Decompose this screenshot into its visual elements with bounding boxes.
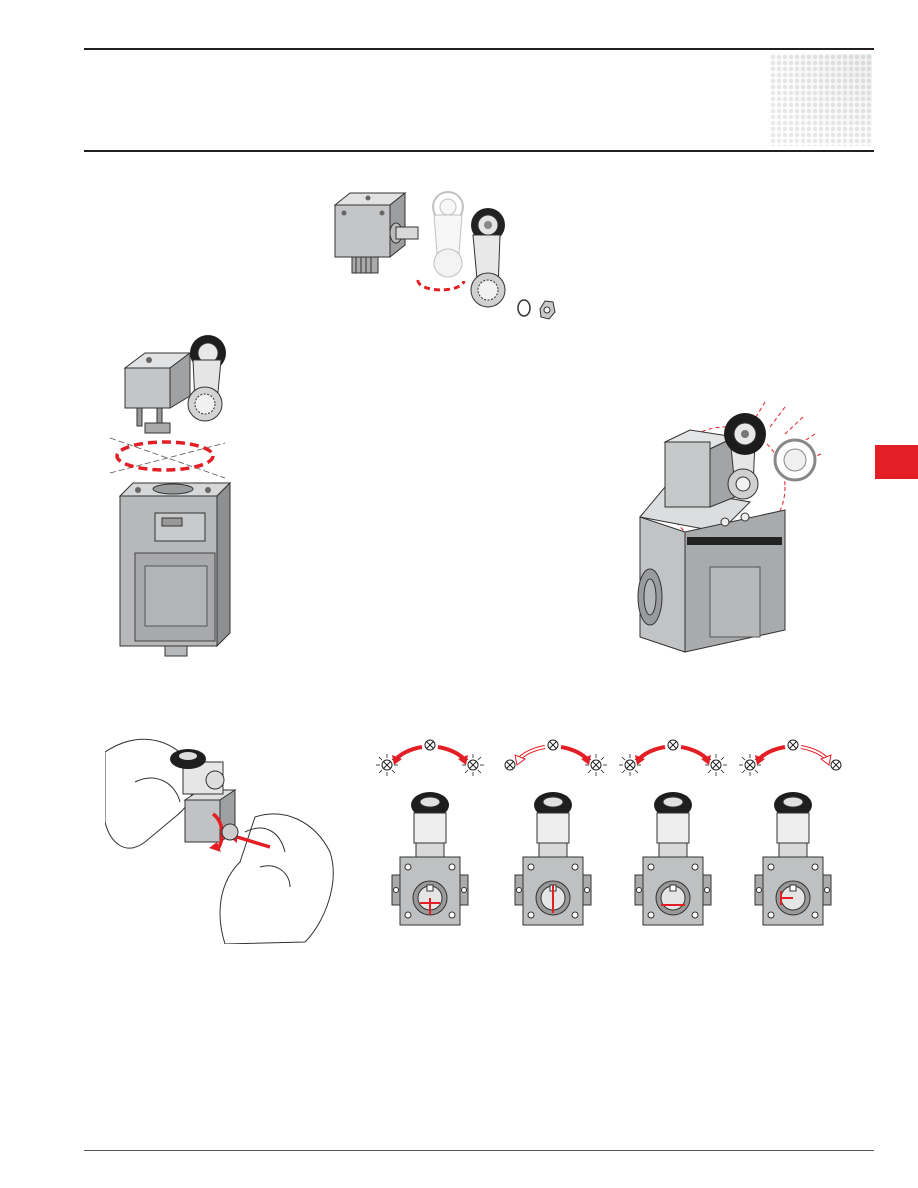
position-2-right-only <box>504 739 608 926</box>
position-4-left-only <box>738 739 842 926</box>
switching-positions-figure <box>375 739 842 926</box>
header-bottom-rule <box>84 150 874 152</box>
header-top-rule <box>84 48 874 50</box>
hands-adjusting-head-figure <box>105 738 334 944</box>
assembled-switch-lever-rotation-figure <box>637 401 822 653</box>
footer-rule <box>84 1150 874 1151</box>
header-dot-pattern <box>770 54 872 146</box>
head-and-body-assembly-figure <box>109 335 232 657</box>
exploded-head-lever-figure <box>333 191 556 320</box>
switching-positions-row <box>368 735 846 935</box>
position-1-both-directions <box>375 739 485 926</box>
section-tab-icon <box>875 445 918 479</box>
position-3-both-directions <box>618 739 728 926</box>
